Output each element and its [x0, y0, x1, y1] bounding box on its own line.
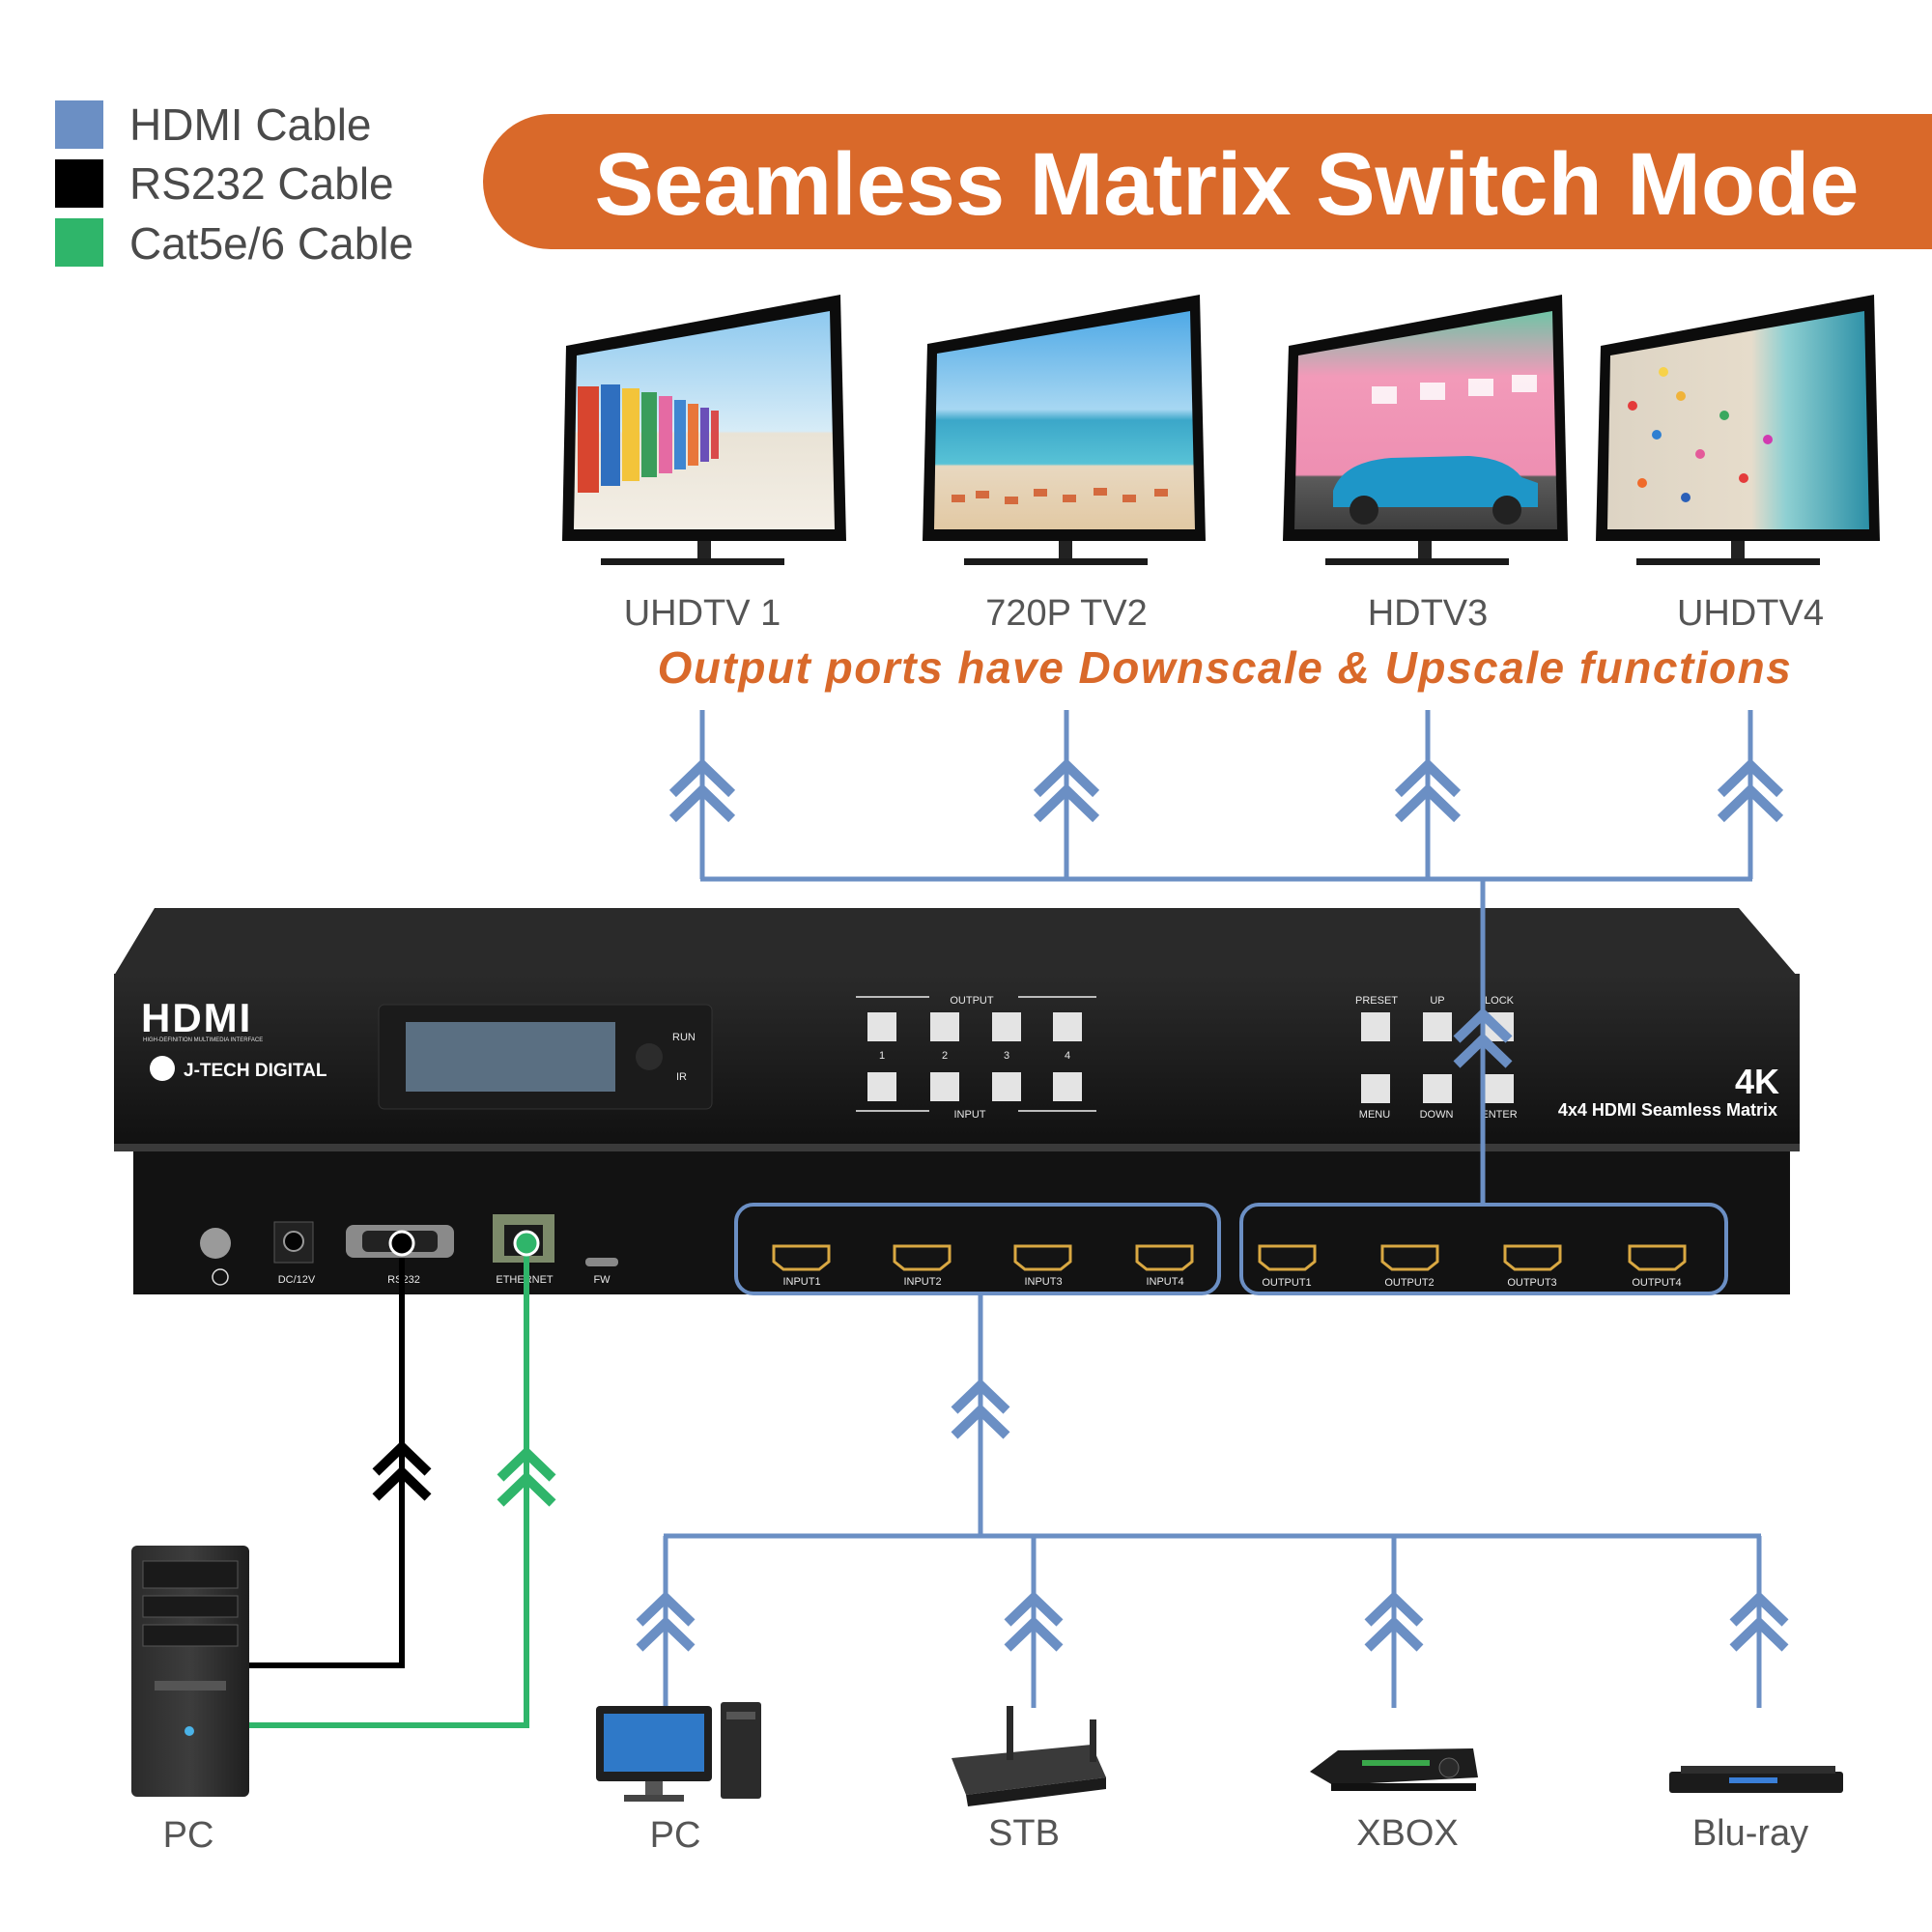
- output-button-2[interactable]: [930, 1012, 959, 1041]
- status-ir: IR: [676, 1071, 687, 1083]
- input-ports-group: [734, 1203, 1221, 1295]
- output-button-1[interactable]: [867, 1012, 896, 1041]
- hdmi-output-port-2: [1380, 1244, 1439, 1271]
- legend-swatch-rs232: [55, 159, 103, 208]
- hdmi-tagline: HIGH-DEFINITION MULTIMEDIA INTERFACE: [143, 1037, 263, 1043]
- button-num-1: 1: [879, 1050, 885, 1062]
- hdmi-output-label-2: OUTPUT2: [1384, 1277, 1434, 1289]
- control-label-preset: PRESET: [1355, 995, 1398, 1007]
- menu-button[interactable]: [1361, 1074, 1390, 1103]
- output-cables: [699, 710, 1753, 882]
- hdmi-output-label-4: OUTPUT4: [1632, 1277, 1681, 1289]
- rear-panel: [133, 1151, 1790, 1294]
- button-num-4: 4: [1065, 1050, 1070, 1062]
- output-trunk: [1453, 879, 1513, 1205]
- control-label-up: UP: [1430, 995, 1444, 1007]
- status-run: RUN: [672, 1032, 696, 1043]
- title-banner: Seamless Matrix Switch Mode: [483, 114, 1932, 249]
- tv-1: [562, 295, 846, 565]
- hdmi-output-port-3: [1503, 1244, 1562, 1271]
- hdmi-input-label-1: INPUT1: [782, 1276, 820, 1288]
- hdmi-output-port-4: [1628, 1244, 1687, 1271]
- preset-button[interactable]: [1361, 1012, 1390, 1041]
- matrix-switch: HDMI HIGH-DEFINITION MULTIMEDIA INTERFAC…: [114, 908, 1800, 1295]
- input-button-4[interactable]: [1053, 1072, 1082, 1101]
- fw-port: [585, 1258, 618, 1266]
- control-label-menu: MENU: [1359, 1109, 1390, 1121]
- output-button-4[interactable]: [1053, 1012, 1082, 1041]
- cat-cable: [249, 1230, 556, 1728]
- hdmi-logo: HDMI: [141, 995, 252, 1040]
- ground-terminal: [200, 1228, 231, 1259]
- button-num-2: 2: [942, 1050, 948, 1062]
- tv-2: [923, 295, 1206, 565]
- source-xbox: [1310, 1748, 1478, 1791]
- hdmi-input-label-2: INPUT2: [903, 1276, 941, 1288]
- scaling-note: Output ports have Downscale & Upscale fu…: [658, 642, 1793, 693]
- hdmi-output-label-1: OUTPUT1: [1262, 1277, 1311, 1289]
- input-button-1[interactable]: [867, 1072, 896, 1101]
- hdmi-output-port-1: [1258, 1244, 1317, 1271]
- control-pc-tower: [131, 1546, 249, 1797]
- maker-logo-icon: [150, 1056, 175, 1081]
- tv-3: [1283, 295, 1568, 565]
- rs232-cable: [249, 1230, 432, 1668]
- control-label-lock: LOCK: [1485, 995, 1515, 1007]
- ir-sensor: [636, 1043, 663, 1070]
- badge-4k: 4K: [1735, 1062, 1779, 1101]
- input-button-3[interactable]: [992, 1072, 1021, 1101]
- hdmi-input-port-2: [893, 1244, 952, 1271]
- source-bluray: [1669, 1766, 1843, 1793]
- hdmi-input-label-4: INPUT4: [1146, 1276, 1183, 1288]
- source-pc: [596, 1702, 761, 1802]
- source-label-stb: STB: [988, 1813, 1060, 1854]
- rear-ports: DC/12V RS232 ETHERNET FW INPUT1 INPUT2 I…: [200, 1203, 1728, 1295]
- input-arrows: [636, 1378, 1789, 1652]
- control-pc-label: PC: [163, 1815, 214, 1856]
- control-label-enter: ENTER: [1481, 1109, 1517, 1121]
- input-button-2[interactable]: [930, 1072, 959, 1101]
- legend-swatch-cat: [55, 218, 103, 267]
- hdmi-input-label-3: INPUT3: [1024, 1276, 1062, 1288]
- legend-label-hdmi: HDMI Cable: [129, 99, 372, 150]
- output-label-2: 720P TV2: [985, 593, 1148, 634]
- input-group-label: INPUT: [954, 1109, 986, 1121]
- ground-icon: [212, 1268, 229, 1286]
- maker-name: J-TECH DIGITAL: [184, 1061, 327, 1081]
- output-label-3: HDTV3: [1368, 593, 1489, 634]
- output-arrows: [668, 758, 1784, 823]
- button-num-3: 3: [1004, 1050, 1009, 1062]
- hdmi-input-port-4: [1135, 1244, 1194, 1271]
- legend-label-cat: Cat5e/6 Cable: [129, 218, 413, 269]
- hdmi-input-port-3: [1013, 1244, 1072, 1271]
- hdmi-output-label-3: OUTPUT3: [1507, 1277, 1556, 1289]
- source-label-xbox: XBOX: [1356, 1813, 1459, 1854]
- source-label-bluray: Blu-ray: [1692, 1813, 1808, 1854]
- legend-swatch-hdmi: [55, 100, 103, 149]
- down-button[interactable]: [1423, 1074, 1452, 1103]
- lcd-screen: [406, 1022, 615, 1092]
- output-label-4: UHDTV4: [1677, 593, 1824, 634]
- input-cables: [663, 1294, 1762, 1708]
- select-buttons: OUTPUT 1 2 3 4 INPUT: [856, 995, 1096, 1121]
- port-label-fw: FW: [593, 1274, 611, 1286]
- port-label-dc: DC/12V: [278, 1274, 316, 1286]
- source-label-pc: PC: [650, 1815, 701, 1856]
- page-title: Seamless Matrix Switch Mode: [595, 135, 1860, 234]
- up-button[interactable]: [1423, 1012, 1452, 1041]
- tv-4: [1596, 295, 1880, 565]
- control-label-down: DOWN: [1420, 1109, 1454, 1121]
- model-name: 4x4 HDMI Seamless Matrix: [1558, 1100, 1777, 1120]
- legend: HDMI Cable RS232 Cable Cat5e/6 Cable: [55, 99, 413, 269]
- output-group-label: OUTPUT: [950, 995, 994, 1007]
- output-button-3[interactable]: [992, 1012, 1021, 1041]
- output-label-1: UHDTV 1: [624, 593, 781, 634]
- enter-button[interactable]: [1485, 1074, 1514, 1103]
- source-stb: [952, 1706, 1106, 1806]
- hdmi-input-port-1: [772, 1244, 831, 1271]
- legend-label-rs232: RS232 Cable: [129, 158, 394, 209]
- control-buttons: PRESET UP LOCK MENU DOWN ENTER: [1355, 995, 1518, 1121]
